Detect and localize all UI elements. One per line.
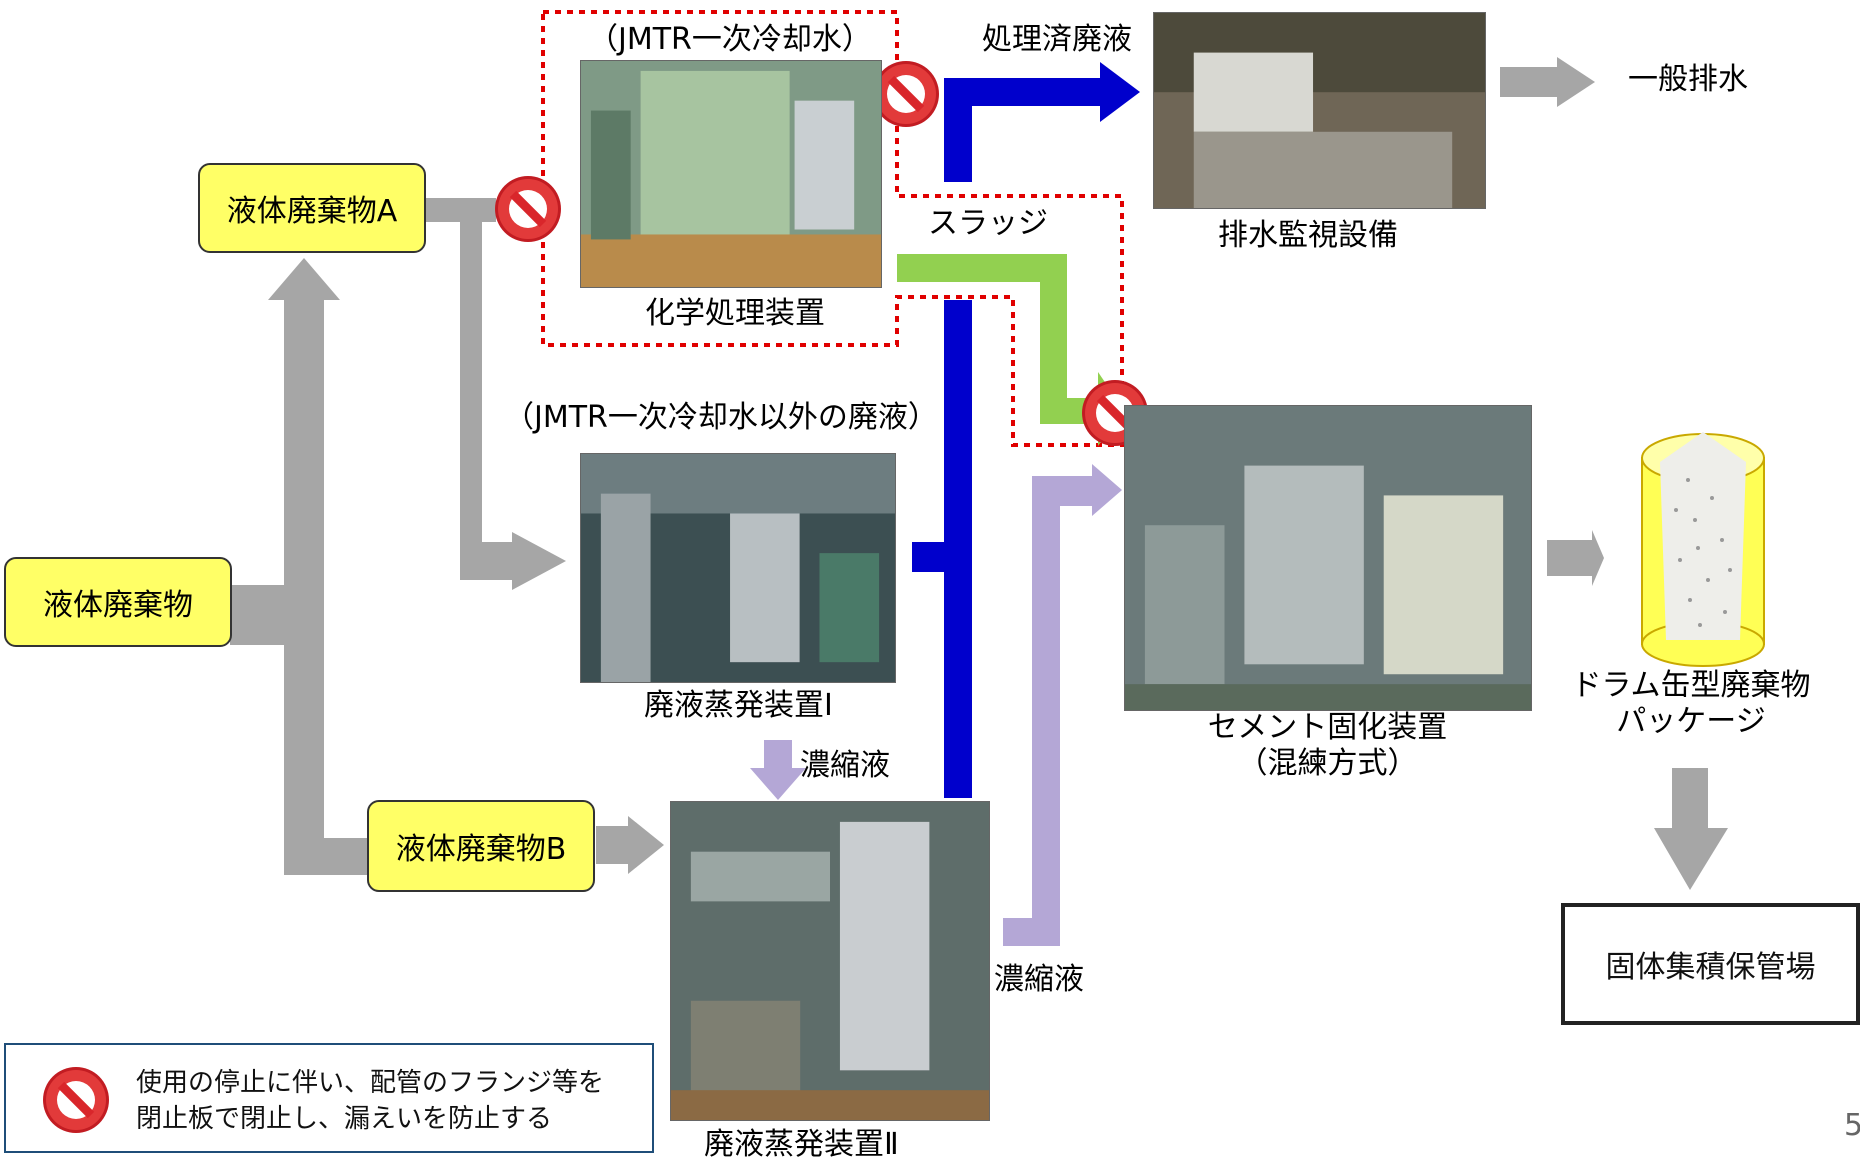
gray-flow-arrows bbox=[230, 57, 1728, 890]
liquid-waste-a-box: 液体廃棄物A bbox=[198, 163, 426, 253]
cement-solidification-photo bbox=[1124, 405, 1532, 711]
evaporator-1-label: 廃液蒸発装置Ⅰ bbox=[644, 688, 833, 723]
prohibited-sign-icon bbox=[873, 61, 939, 127]
jmtr-coolant-label: （JMTR一次冷却水） bbox=[588, 22, 872, 57]
drainage-monitoring-photo bbox=[1153, 12, 1486, 209]
legend-description: 使用の停止に伴い、配管のフランジ等を 閉止板で閉止し、漏えいを防止する bbox=[136, 1068, 605, 1135]
cement-solidification-label: セメント固化装置 （混練方式） bbox=[1207, 710, 1448, 781]
concentrate-label: 濃縮液 bbox=[800, 748, 890, 783]
liquid-waste-b-box: 液体廃棄物B bbox=[367, 800, 595, 892]
drum-package-icon bbox=[1641, 432, 1765, 667]
solid-storage-box: 固体集積保管場 bbox=[1561, 903, 1860, 1025]
evaporator-2-label: 廃液蒸発装置Ⅱ bbox=[704, 1127, 899, 1162]
evaporator-1-photo bbox=[580, 453, 896, 683]
prohibited-sign-icon bbox=[495, 176, 561, 242]
jmtr-dotted-boundary bbox=[541, 10, 1124, 447]
page-number: 5 bbox=[1844, 1108, 1860, 1143]
drum-package-label: ドラム缶型廃棄物 パッケージ bbox=[1571, 668, 1811, 739]
non-jmtr-waste-label: （JMTR一次冷却水以外の廃液） bbox=[504, 400, 938, 435]
chemical-treatment-label: 化学処理装置 bbox=[645, 296, 825, 331]
prohibited-sign-icon bbox=[43, 1067, 109, 1133]
legend-box: 使用の停止に伴い、配管のフランジ等を 閉止板で閉止し、漏えいを防止する bbox=[4, 1043, 654, 1153]
purple-flow-arrows bbox=[750, 464, 1122, 946]
evaporator-2-photo bbox=[670, 801, 990, 1121]
sludge-label: スラッジ bbox=[928, 206, 1048, 241]
drainage-monitoring-label: 排水監視設備 bbox=[1218, 218, 1398, 253]
concentrate-label: 濃縮液 bbox=[994, 962, 1084, 997]
chemical-treatment-photo bbox=[580, 60, 882, 288]
general-drainage-label: 一般排水 bbox=[1628, 62, 1748, 97]
treated-effluent-label: 処理済廃液 bbox=[982, 22, 1132, 57]
liquid-waste-box: 液体廃棄物 bbox=[4, 557, 232, 647]
blue-flow-arrows bbox=[912, 62, 1140, 798]
